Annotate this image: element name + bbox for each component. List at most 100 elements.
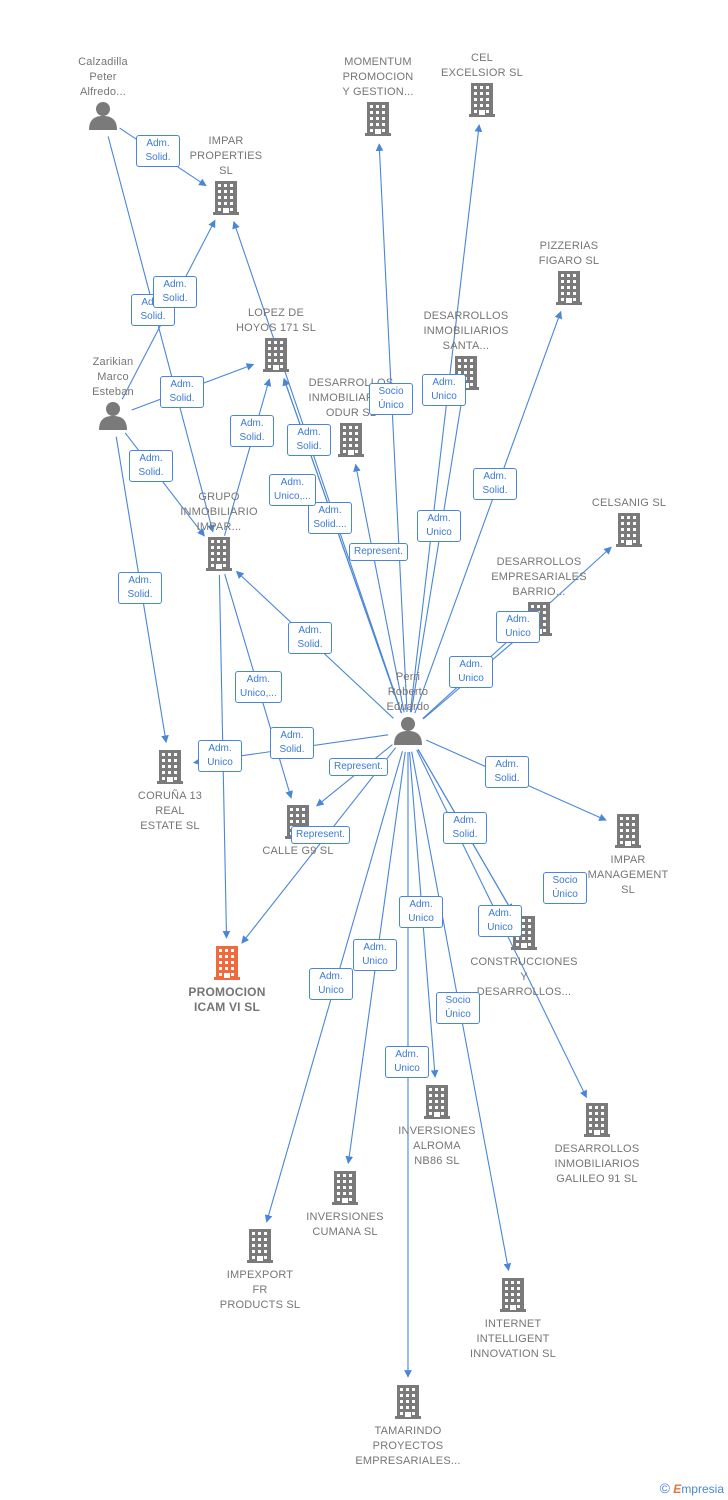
edge-label-line: Unico (318, 985, 344, 996)
edge-perri-pizzerias (414, 310, 563, 714)
edge-label-line: Adm. (427, 513, 451, 524)
node-label-line: DESARROLLOS... (476, 986, 572, 998)
edge-perri-des_odur (353, 463, 405, 713)
edge-label-line: Adm. (170, 379, 194, 390)
edge-perri-promocion (241, 747, 397, 944)
node-label-line: CONSTRUCCIONES (470, 956, 578, 968)
edge-label[interactable]: Adm.Solid. (230, 415, 274, 447)
brand-footer[interactable]: © Empresia (660, 1480, 724, 1496)
edge-label[interactable]: Represent. (329, 758, 388, 776)
node-label-line: PIZZERIAS (539, 240, 599, 252)
edge-label[interactable]: Adm.Unico (309, 968, 353, 1000)
edge-label[interactable]: Adm.Unico,... (269, 474, 316, 506)
edge-label-line: Solid. (138, 467, 164, 478)
edge-label-line: Adm. (208, 743, 232, 754)
edge-label[interactable]: Adm.Unico (478, 905, 522, 937)
node-label-line: Zarikian (92, 356, 134, 368)
edge-label-line: Adm. (495, 759, 519, 770)
edge-label-line: Adm. (163, 279, 187, 290)
edge-label[interactable]: Adm.Unico (449, 656, 493, 688)
edge-label[interactable]: Adm.Solid. (443, 812, 487, 844)
edge-label[interactable]: Adm.Solid. (287, 424, 331, 456)
edge-grupo-lopez (223, 378, 272, 536)
edge-label[interactable]: Adm.Unico (353, 939, 397, 971)
edge-label-line: Solid. (145, 152, 171, 163)
edge-label-line: Adm. (453, 815, 477, 826)
node-label-line: ODUR SL (325, 407, 377, 419)
building-icon (580, 1101, 614, 1142)
edge-label[interactable]: Adm.Unico,... (235, 671, 282, 703)
node-label-line: SL (219, 165, 233, 177)
node-label-line: ALROMA (413, 1140, 461, 1152)
edge-label-line: Represent. (296, 829, 345, 840)
edge-label-line: Adm. (363, 942, 387, 953)
edge-label[interactable]: Represent. (291, 826, 350, 844)
node-label-line: GALILEO 91 SL (556, 1173, 638, 1185)
node-label-line: DESARROLLOS (423, 310, 509, 322)
edge-label[interactable]: Adm.Unico (496, 611, 540, 643)
edge-label[interactable]: Adm.Solid.... (308, 502, 352, 534)
node-label-line: INVERSIONES (398, 1125, 476, 1137)
edge-label[interactable]: Adm.Unico (399, 896, 443, 928)
node-label-line: INVERSIONES (306, 1211, 384, 1223)
edge-label[interactable]: Adm.Solid. (136, 135, 180, 167)
edge-label[interactable]: Adm.Solid. (129, 450, 173, 482)
brand-name: mpresia (681, 1482, 724, 1496)
building-icon (334, 421, 368, 462)
edge-label[interactable]: Adm.Solid. (288, 622, 332, 654)
building-icon (209, 179, 243, 220)
edge-perri-des_santa (410, 396, 465, 713)
edge-label-line: Adm. (298, 625, 322, 636)
edge-label-line: Unico (431, 391, 457, 402)
node-label-line: MANAGEMENT (587, 869, 669, 881)
building-icon (552, 269, 586, 310)
edge-label[interactable]: Adm.Unico (198, 740, 242, 772)
edge-label[interactable]: Adm.Unico (417, 510, 461, 542)
edge-label[interactable]: Adm.Solid. (153, 276, 197, 308)
edge-label[interactable]: Represent. (349, 543, 408, 561)
edge-label-line: Unico (408, 913, 434, 924)
edge-label[interactable]: Adm.Solid. (270, 727, 314, 759)
edge-label[interactable]: Adm.Solid. (160, 376, 204, 408)
edge-label-line: Solid. (279, 744, 305, 755)
edge-label[interactable]: Adm.Solid. (473, 468, 517, 500)
node-label-line: Alfredo... (79, 86, 127, 98)
node-pizzerias[interactable]: PIZZERIAS FIGARO SL (509, 239, 629, 310)
node-label-line: FIGARO SL (538, 255, 600, 267)
node-label-line: INTERNET (484, 1318, 542, 1330)
edge-label-line: Adm. (246, 674, 271, 685)
edge-label[interactable]: Adm.Unico (422, 374, 466, 406)
edge-label[interactable]: Adm.Solid. (485, 756, 529, 788)
edge-label[interactable]: Adm.Solid. (118, 572, 162, 604)
edge-label[interactable]: Adm.Unico (385, 1046, 429, 1078)
node-celsanig[interactable]: CELSANIG SL (569, 496, 689, 552)
